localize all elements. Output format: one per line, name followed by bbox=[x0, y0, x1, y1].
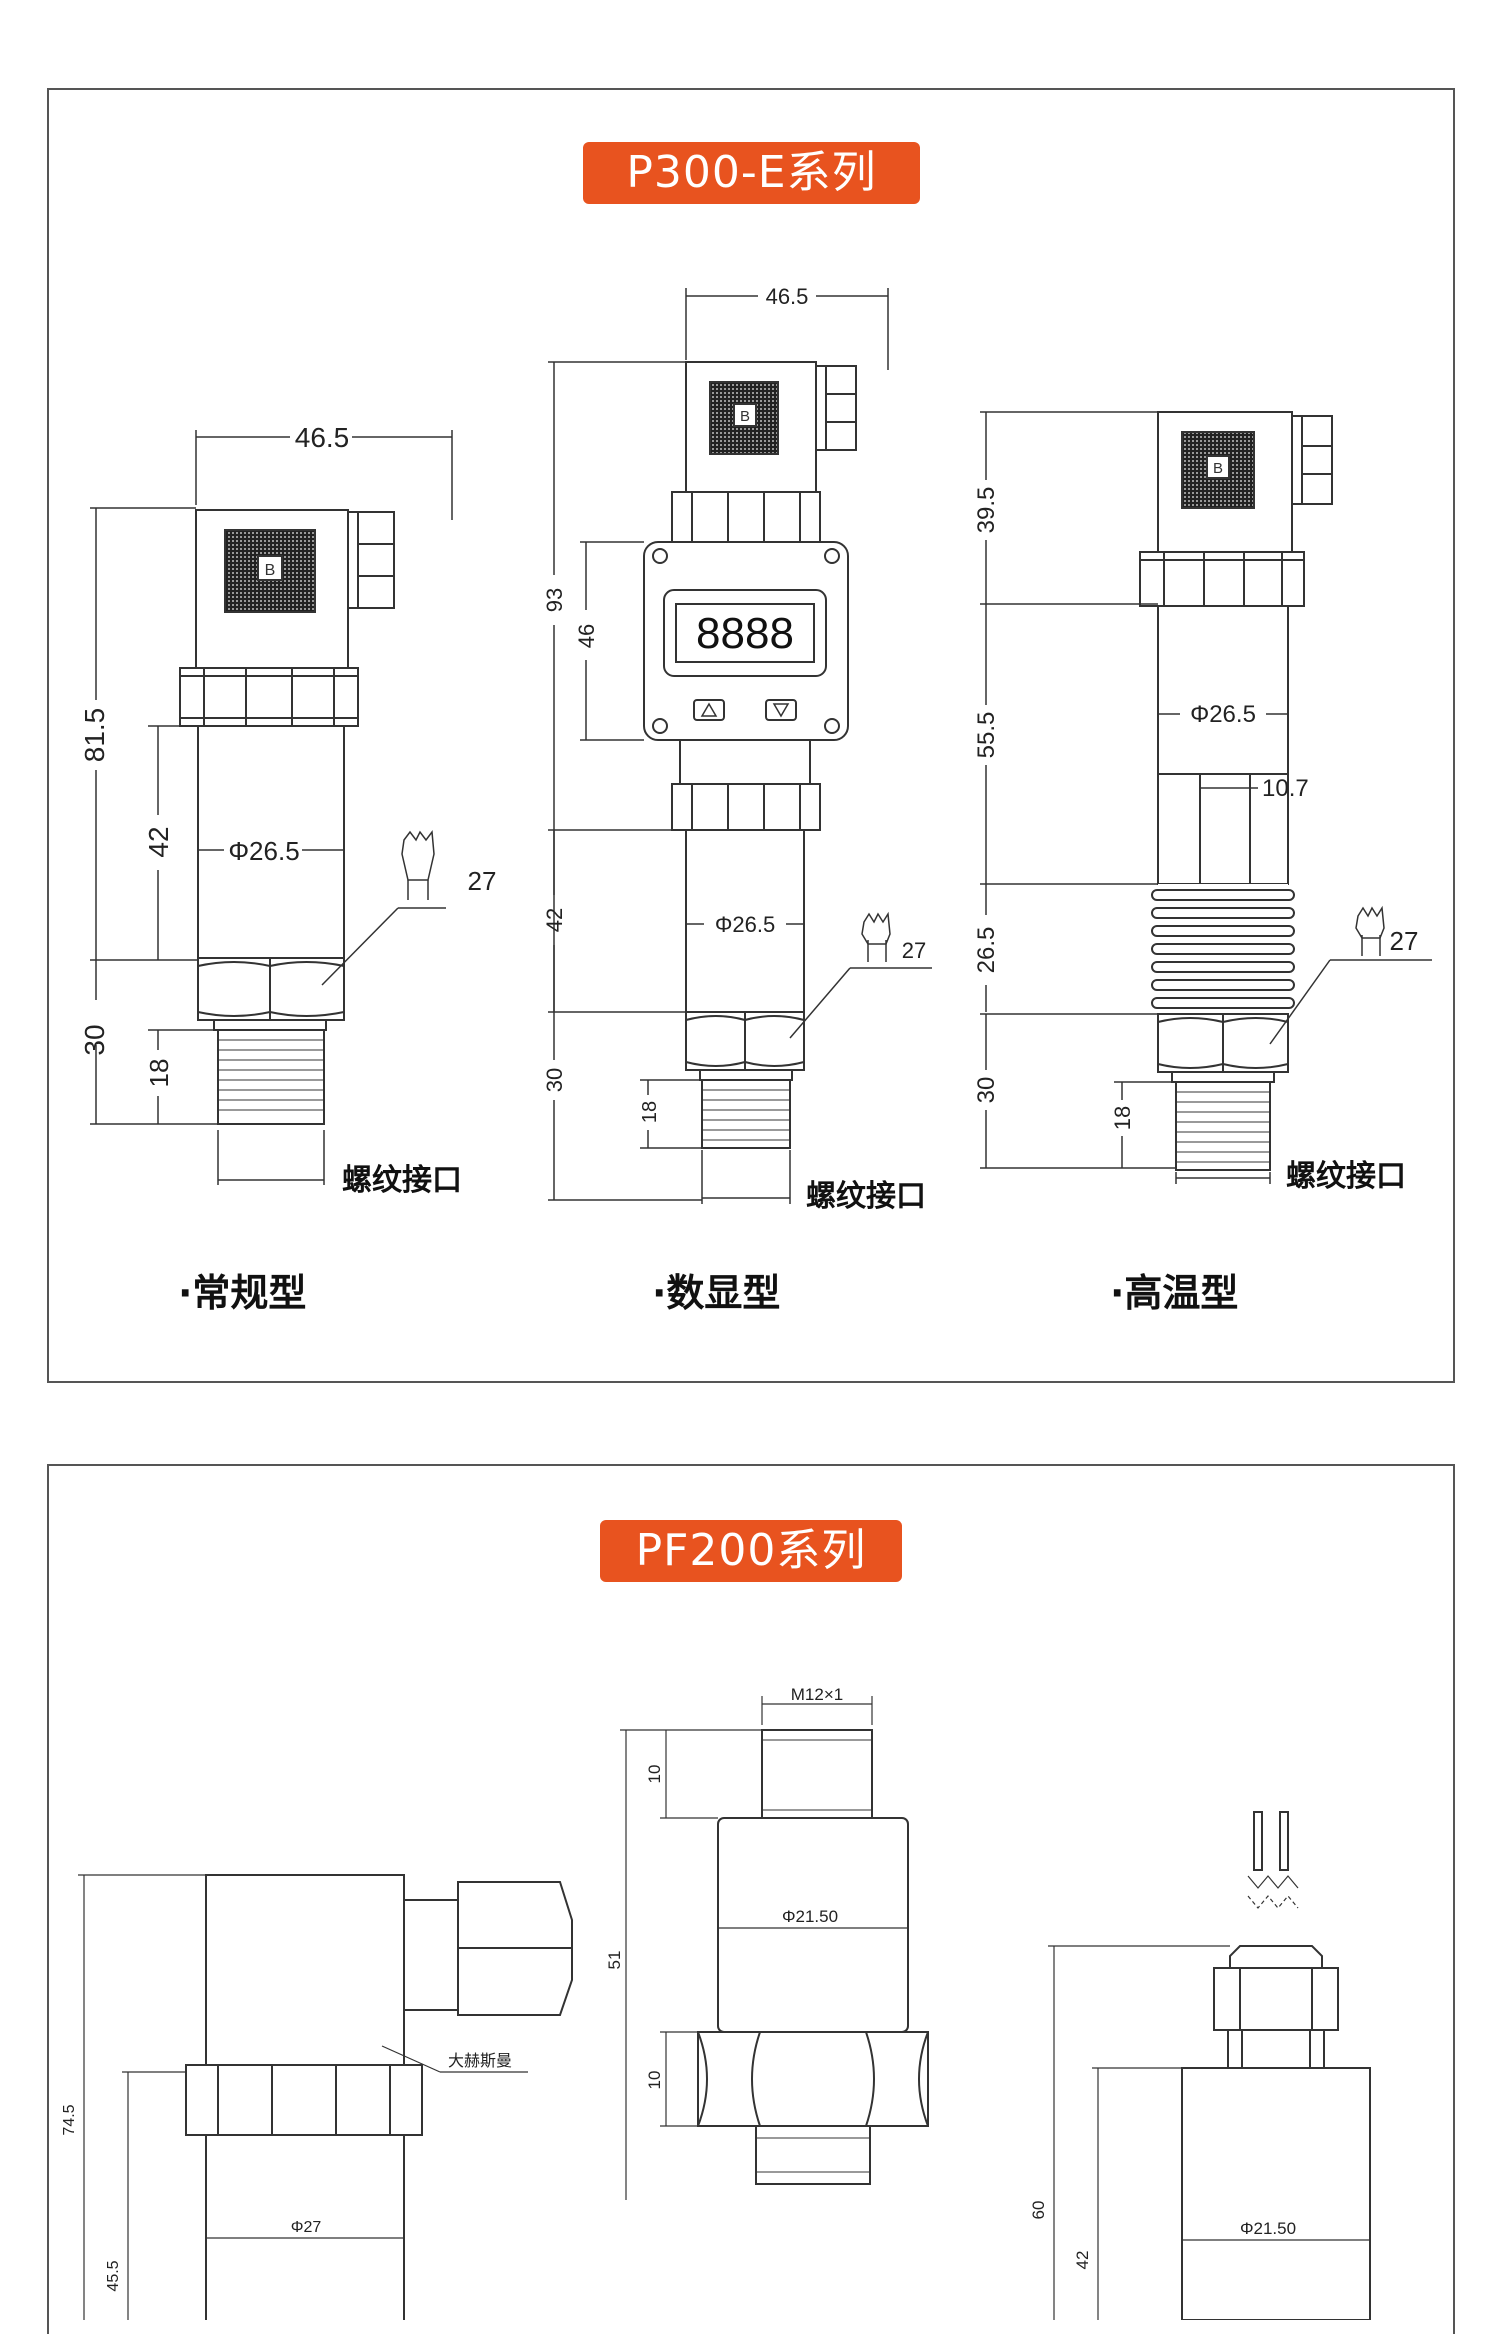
disp-width-dim: 46.5 bbox=[766, 284, 809, 309]
pf-left-body-dim: 45.5 bbox=[105, 2260, 122, 2291]
connector-letter: B bbox=[740, 408, 750, 425]
pf-mid-bottom-dim: 10 bbox=[645, 2071, 664, 2090]
std-thread-dim: 18 bbox=[144, 1059, 174, 1088]
disp-total-dim: 93 bbox=[542, 588, 567, 612]
ht-fin-dim: 26.5 bbox=[973, 927, 1000, 974]
std-bottom-dim: 30 bbox=[79, 1024, 110, 1055]
pf-mid-dia-dim: Φ21.50 bbox=[782, 1907, 838, 1926]
ht-top-dim: 39.5 bbox=[973, 487, 1000, 534]
pf200-left-drawing: 74.5 45.5 Φ27 大赫斯曼 bbox=[61, 1874, 573, 2320]
p300-title-badge: P300-E系列 bbox=[583, 142, 920, 204]
digital-display-type-drawing: B 8888 bbox=[542, 284, 932, 1213]
disp-bottom-dim: 30 bbox=[542, 1068, 567, 1092]
display-digits: 8888 bbox=[696, 609, 794, 658]
ht-hex-dim: 27 bbox=[1390, 926, 1419, 956]
pf-left-dia-dim: Φ27 bbox=[291, 2219, 322, 2236]
connector-letter: B bbox=[265, 562, 276, 579]
high-temp-type-drawing: B bbox=[973, 411, 1432, 1193]
pf-mid-top-dim: 10 bbox=[645, 1765, 664, 1784]
pf-left-connector-label: 大赫斯曼 bbox=[448, 2052, 512, 2070]
std-width-dim: 46.5 bbox=[295, 422, 350, 453]
disp-display-dim: 46 bbox=[574, 624, 599, 648]
std-thread-label: 螺纹接口 bbox=[342, 1164, 462, 1197]
digital-type-label: ·数显型 bbox=[652, 1271, 781, 1315]
p300-drawings: B bbox=[79, 284, 1432, 1213]
pf-left-total-dim: 74.5 bbox=[61, 2104, 78, 2135]
ht-thread-label: 螺纹接口 bbox=[1286, 1160, 1406, 1193]
std-dia-dim: Φ26.5 bbox=[228, 836, 299, 866]
ht-neck-dim: 10.7 bbox=[1262, 775, 1309, 802]
disp-dia-dim: Φ26.5 bbox=[715, 912, 775, 937]
pf-mid-thread-dim: M12×1 bbox=[791, 1685, 843, 1704]
pf200-drawings: 74.5 45.5 Φ27 大赫斯曼 M12×1 10 51 Φ21.50 10 bbox=[61, 1685, 1371, 2320]
pf200-title-badge: PF200系列 bbox=[600, 1520, 902, 1582]
pf-right-dia-dim: Φ21.50 bbox=[1240, 2219, 1296, 2238]
disp-body-dim: 42 bbox=[542, 908, 567, 932]
pf-right-total-dim: 60 bbox=[1029, 2201, 1048, 2220]
std-hex-dim: 27 bbox=[468, 866, 497, 896]
pf-mid-total-dim: 51 bbox=[605, 1951, 624, 1970]
connector-letter: B bbox=[1213, 460, 1223, 477]
ht-dia-dim: Φ26.5 bbox=[1190, 701, 1256, 728]
pf200-right-drawing: 60 42 Φ21.50 bbox=[1029, 1811, 1371, 2320]
ht-bottom-dim: 30 bbox=[973, 1077, 1000, 1104]
std-total-dim: 81.5 bbox=[79, 708, 110, 763]
pf200-middle-drawing: M12×1 10 51 Φ21.50 10 bbox=[605, 1685, 929, 2200]
disp-thread-dim: 18 bbox=[639, 1101, 661, 1123]
disp-thread-label: 螺纹接口 bbox=[806, 1180, 926, 1213]
standard-type-drawing: B bbox=[79, 422, 496, 1197]
ht-thread-dim: 18 bbox=[1110, 1106, 1135, 1130]
std-body-dim: 42 bbox=[143, 826, 174, 857]
standard-type-label: ·常规型 bbox=[178, 1271, 307, 1315]
disp-hex-dim: 27 bbox=[902, 938, 926, 963]
ht-mid-dim: 55.5 bbox=[973, 712, 1000, 759]
high-temp-type-label: ·高温型 bbox=[1110, 1271, 1239, 1315]
pf-right-body-dim: 42 bbox=[1073, 2251, 1092, 2270]
